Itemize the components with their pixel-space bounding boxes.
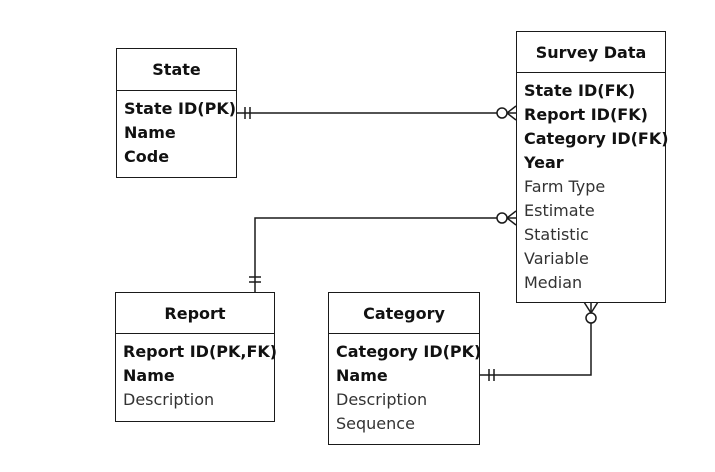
attribute-sequence: Sequence: [336, 414, 415, 433]
entity-category: Category Category ID(PK) Name Descriptio…: [328, 292, 482, 445]
attribute-median: Median: [524, 273, 583, 292]
attribute-list: State ID(FK) Report ID(FK) Category ID(F…: [517, 73, 669, 295]
attribute-list: Report ID(PK,FK) Name Description: [116, 334, 278, 412]
attribute-report-id-fk: Report ID(FK): [524, 105, 648, 124]
attribute-statistic: Statistic: [524, 225, 589, 244]
attribute-name: Name: [336, 366, 388, 385]
entity-survey-data: Survey Data State ID(FK) Report ID(FK) C…: [516, 31, 669, 303]
relationship-report-survey: [249, 210, 517, 292]
crows-foot-marker: [506, 210, 517, 219]
relationship-category-survey: [480, 301, 599, 381]
zero-optional-marker: [585, 312, 597, 324]
crows-foot-marker: [590, 301, 599, 314]
crows-foot-marker: [583, 301, 592, 314]
crows-foot-marker: [506, 112, 517, 121]
zero-optional-marker: [496, 107, 508, 119]
entity-title: Category: [329, 293, 479, 334]
entity-title: Survey Data: [517, 32, 665, 73]
entity-state: State State ID(PK) Name Code: [116, 48, 237, 178]
crows-foot-marker: [506, 105, 517, 114]
attribute-description: Description: [336, 390, 428, 409]
attribute-list: State ID(PK) Name Code: [117, 91, 236, 169]
attribute-code: Code: [124, 147, 170, 166]
zero-optional-marker: [496, 212, 508, 224]
attribute-state-id-fk: State ID(FK): [524, 81, 636, 100]
entity-title: Report: [116, 293, 274, 334]
attribute-variable: Variable: [524, 249, 589, 268]
entity-report: Report Report ID(PK,FK) Name Description: [115, 292, 278, 422]
attribute-year: Year: [524, 153, 564, 172]
attribute-state-id: State ID(PK): [124, 99, 237, 118]
attribute-estimate: Estimate: [524, 201, 595, 220]
attribute-category-id: Category ID(PK): [336, 342, 482, 361]
attribute-description: Description: [123, 390, 215, 409]
attribute-name: Name: [124, 123, 176, 142]
attribute-category-id-fk: Category ID(FK): [524, 129, 669, 148]
attribute-farm-type: Farm Type: [524, 177, 606, 196]
attribute-name: Name: [123, 366, 175, 385]
attribute-list: Category ID(PK) Name Description Sequenc…: [329, 334, 482, 436]
entity-title: State: [117, 49, 236, 91]
relationship-state-survey: [236, 105, 517, 121]
attribute-report-id: Report ID(PK,FK): [123, 342, 278, 361]
crows-foot-marker: [506, 217, 517, 226]
